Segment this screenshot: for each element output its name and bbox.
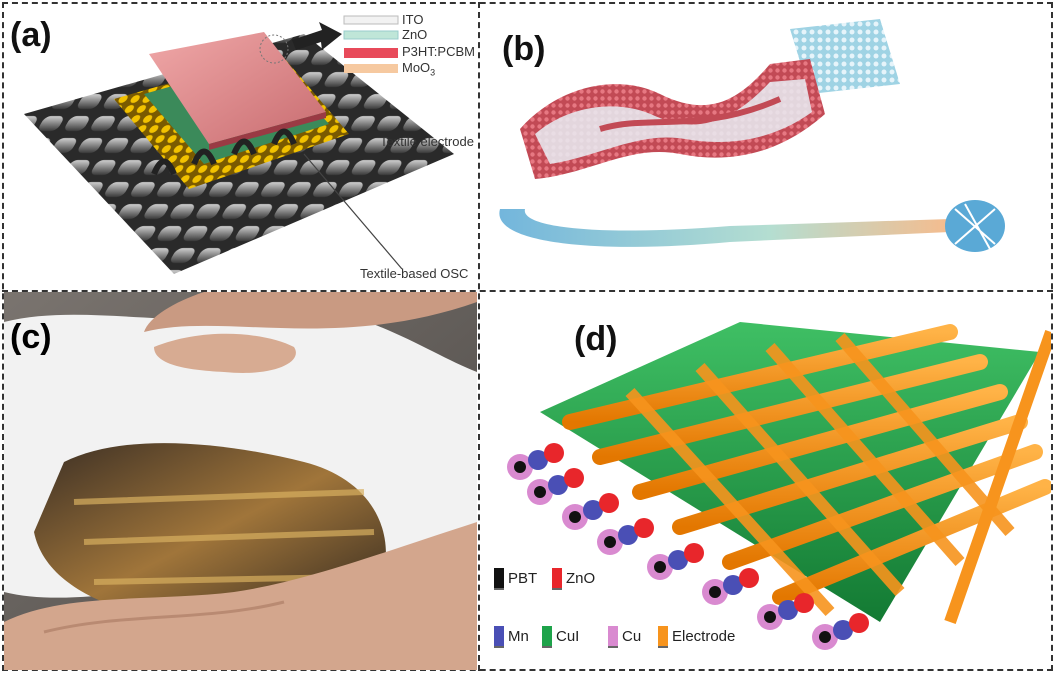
legend-swatch-moo3	[344, 64, 398, 73]
panel-c: (c)	[4, 292, 477, 670]
legend-swatch-cu	[608, 626, 618, 646]
legend-pbt: PBT	[508, 570, 538, 587]
legend-cui: CuI	[556, 628, 580, 645]
callout-textile-osc: Textile-based OSC	[360, 266, 469, 281]
fiber-ends	[507, 443, 869, 650]
thumb	[154, 333, 296, 373]
panel-b-illustration	[499, 19, 1005, 252]
panel-c-label: (c)	[10, 318, 52, 356]
weft-electrodes	[625, 333, 1015, 617]
legend-ito: ITO	[402, 12, 424, 27]
legend-p3ht-pcbm: P3HT:PCBM	[402, 44, 475, 59]
panel-d: (d) PBT ZnO Mn CuI Cu Electrode	[480, 292, 1051, 670]
legend-zno-d: ZnO	[566, 570, 596, 587]
legend-swatch-mn	[494, 626, 504, 646]
legend-swatch-pbt	[494, 568, 504, 588]
legend-zno: ZnO	[402, 27, 428, 42]
legend-moo3: MoO3	[402, 60, 436, 78]
knit-band-blue	[790, 19, 900, 94]
legend-swatch-zno	[343, 30, 399, 40]
electrode-film	[535, 79, 812, 164]
panel-b-label: (b)	[502, 30, 546, 68]
right-electrode-fiber	[944, 330, 1051, 624]
zoom-arrow	[292, 22, 342, 50]
osc-device-top	[149, 32, 326, 144]
panel-a-illustration	[24, 15, 454, 274]
panel-a: (a) ITO ZnO P3HT:PCBM MoO3 Textile elect…	[4, 4, 477, 289]
vertical-divider	[478, 2, 480, 671]
osc-callout-line	[303, 153, 403, 270]
panel-d-label: (d)	[574, 320, 618, 358]
callout-textile-electrode: Textile electrode	[380, 134, 474, 149]
horizontal-divider	[2, 290, 1053, 292]
legend-electrode: Electrode	[672, 628, 736, 645]
legend-swatch-p3ht	[344, 48, 398, 58]
legend-swatch-ito	[343, 15, 399, 25]
panel-b: (b)	[480, 4, 1051, 289]
legend-swatch-electrode	[658, 626, 668, 646]
legend-swatch-zno-d	[552, 568, 562, 588]
hand-bottom	[4, 522, 477, 670]
hand-top	[144, 292, 477, 332]
panel-a-label: (a)	[10, 16, 52, 54]
legend-cu: Cu	[622, 628, 642, 645]
fiber-tail	[499, 209, 950, 247]
legend-swatch-cui	[542, 626, 552, 646]
legend-mn: Mn	[508, 628, 529, 645]
panel-d-illustration	[494, 322, 1051, 650]
panel-c-photo	[4, 292, 477, 670]
